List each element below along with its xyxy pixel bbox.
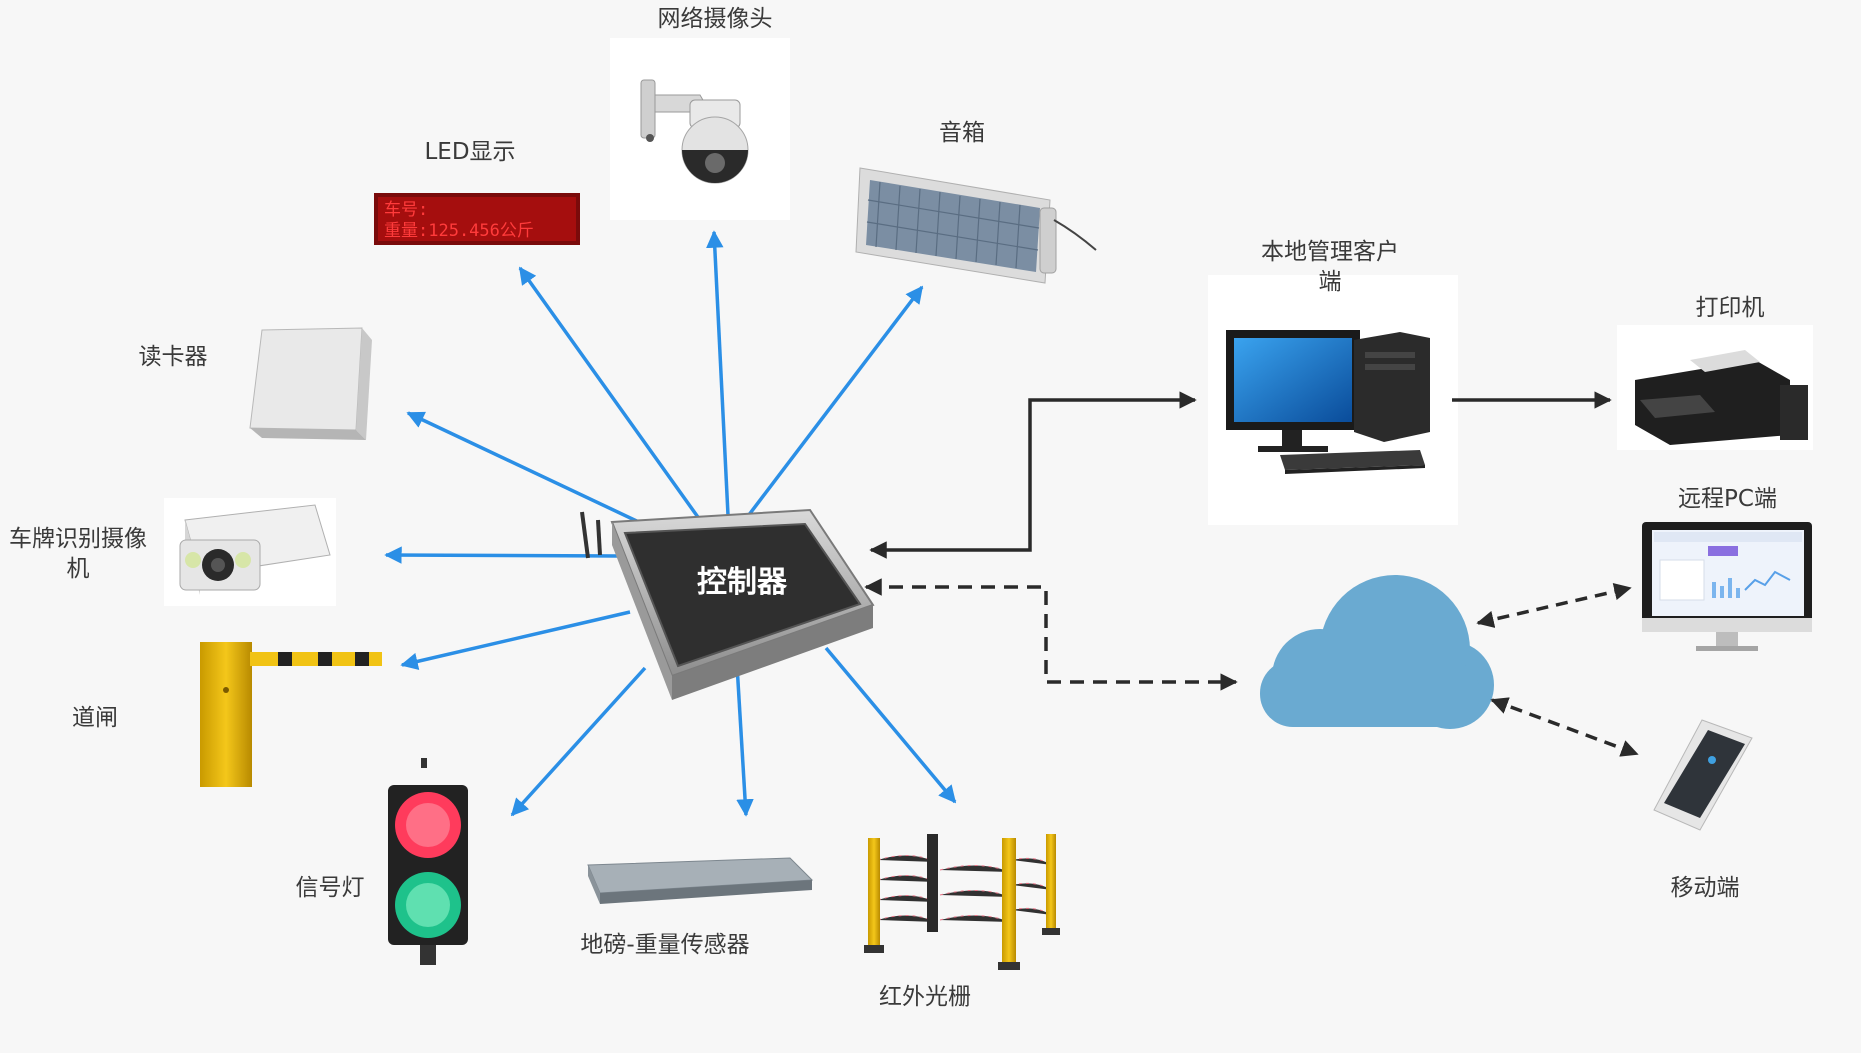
arrow-to-weighbridge [735,664,754,817]
remote-pc-icon [1642,522,1812,651]
controller-label: 控制器 [697,565,788,600]
label-local-client: 本地管理客户端 [1261,239,1399,295]
printer-icon [1617,325,1813,450]
card-reader-icon [249,327,372,440]
speaker-icon [855,167,1097,284]
label-speaker: 音箱 [939,120,985,146]
arrow-cloud-remote-pc [1476,583,1632,628]
led-line-2: 重量:125.456公斤 [384,221,534,241]
label-printer: 打印机 [1695,295,1765,321]
arrow-to-speaker [743,285,924,522]
arrow-controller-cloud [864,578,1238,691]
arrow-to-network-camera [706,230,730,516]
arrow-pc-controller [869,391,1197,559]
infrared-grating-icon [864,834,1060,970]
arrow-to-plate-camera [384,546,621,564]
arrow-to-traffic-light [510,666,647,817]
network-camera-icon [610,38,790,220]
controller-icon: 控制器 [580,508,875,700]
weighbridge-icon [587,857,814,904]
label-traffic-light: 信号灯 [295,875,365,901]
cloud-icon [1260,575,1494,729]
label-card-reader: 读卡器 [138,344,208,370]
mobile-icon [1653,719,1753,831]
label-infrared-grating: 红外光栅 [879,984,971,1010]
plate-camera-icon [164,498,336,606]
local-client-pc-icon [1208,275,1458,525]
label-remote-pc: 远程PC端 [1678,486,1777,512]
led-line-1: 车号: [384,200,428,220]
label-network-camera: 网络摄像头 [657,6,773,32]
label-mobile: 移动端 [1670,875,1740,901]
arrow-to-barrier-gate [400,610,631,670]
arrow-to-infrared-grating [824,646,957,804]
label-led-display: LED显示 [424,139,516,165]
arrow-to-card-reader [406,411,661,534]
right-side-arrows [864,391,1639,757]
arrow-to-led-display [518,266,702,522]
controller-arrows [384,230,957,817]
traffic-light-icon [388,758,468,965]
label-barrier-gate: 道闸 [72,705,118,731]
label-plate-camera: 车牌识别摄像机 [9,526,147,582]
arrow-cloud-mobile [1490,697,1639,757]
barrier-gate-icon [200,642,382,787]
led-display-icon: 车号: 重量:125.456公斤 [374,193,580,245]
label-weighbridge: 地磅-重量传感器 [580,932,750,958]
